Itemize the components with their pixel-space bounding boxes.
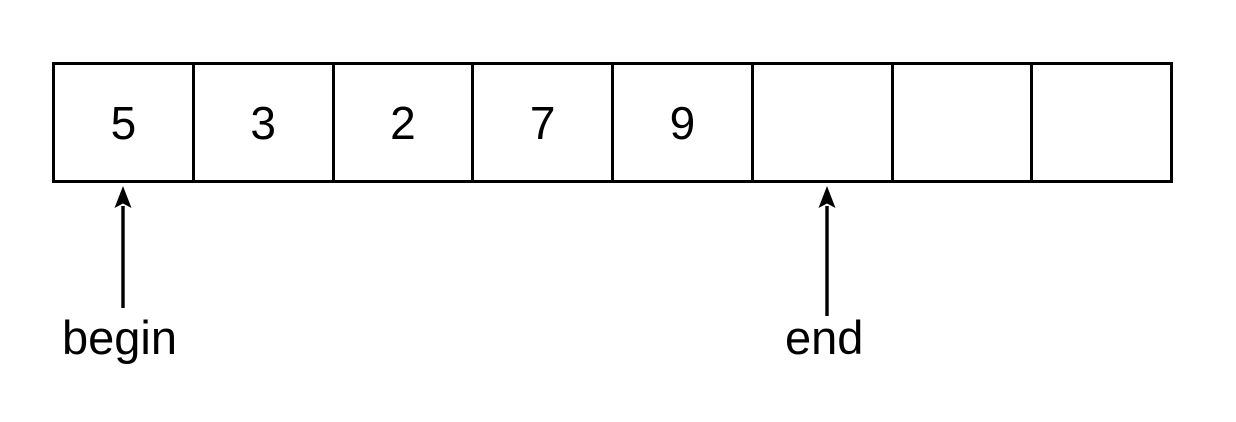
- array-cell-6: [893, 65, 1034, 180]
- array-cell-value: 7: [529, 96, 556, 149]
- array-container: 5 3 2 7 9: [52, 62, 1173, 183]
- end-up-arrow-icon: [814, 186, 840, 316]
- array-cell-value: 5: [110, 96, 137, 149]
- begin-up-arrow-icon: [110, 186, 136, 308]
- array-cell-7: [1033, 65, 1170, 180]
- array-cell-3: 7: [474, 65, 614, 180]
- array-cell-value: 3: [250, 96, 276, 149]
- array-cell-value: 2: [390, 96, 416, 149]
- begin-pointer-label: begin: [62, 311, 177, 364]
- array-cell-1: 3: [194, 65, 335, 180]
- array-cell-4: 9: [614, 65, 754, 180]
- array-cell-2: 2: [334, 65, 475, 180]
- end-pointer-label: end: [785, 311, 864, 364]
- array-cell-5: [753, 65, 894, 180]
- array-cell-0: 5: [55, 65, 195, 180]
- array-cell-value: 9: [669, 96, 696, 149]
